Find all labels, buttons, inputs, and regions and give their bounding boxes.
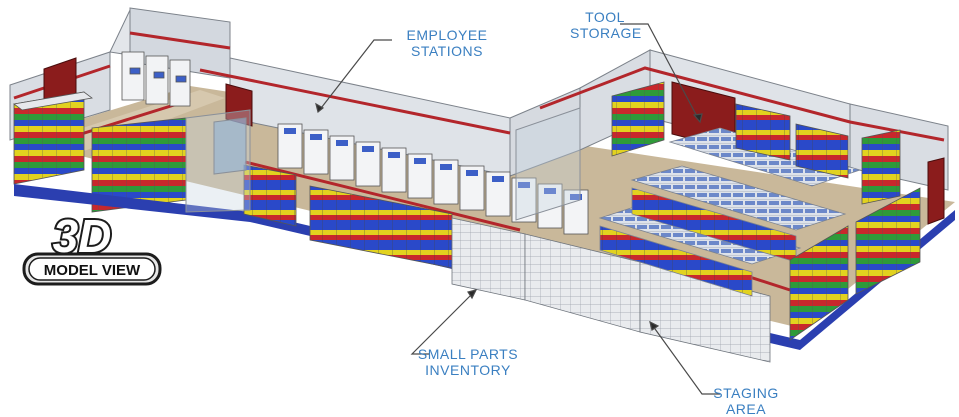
staging-racks [598, 127, 862, 297]
callout-employee-line1: EMPLOYEE [406, 27, 488, 43]
callout-employee-stations: EMPLOYEE STATIONS [392, 27, 502, 59]
left-shelving [13, 91, 187, 213]
3d-model-view-logo: 3D MODEL VIEW [22, 208, 162, 286]
callout-leaders [315, 23, 720, 395]
center-shelving [243, 164, 453, 269]
right-shelving [611, 81, 921, 341]
callout-staging-line2: AREA [725, 401, 767, 417]
callout-tool-line2: STORAGE [570, 25, 642, 41]
callout-staging-line1: STAGING [713, 385, 779, 401]
logo-model-view-text: MODEL VIEW [44, 262, 141, 279]
callout-tool-line1: TOOL [585, 9, 625, 25]
callout-small-line1: SMALL PARTS [417, 346, 519, 362]
small-parts-racks [451, 217, 771, 363]
callout-staging-area: STAGING AREA [706, 385, 786, 417]
callout-tool-storage: TOOL STORAGE [570, 9, 642, 41]
callout-employee-line2: STATIONS [411, 43, 483, 59]
callout-small-line2: INVENTORY [425, 362, 511, 378]
glass-partitions [185, 107, 581, 221]
equipment-top-left [121, 51, 191, 107]
callout-small-parts-inventory: SMALL PARTS INVENTORY [413, 346, 523, 378]
